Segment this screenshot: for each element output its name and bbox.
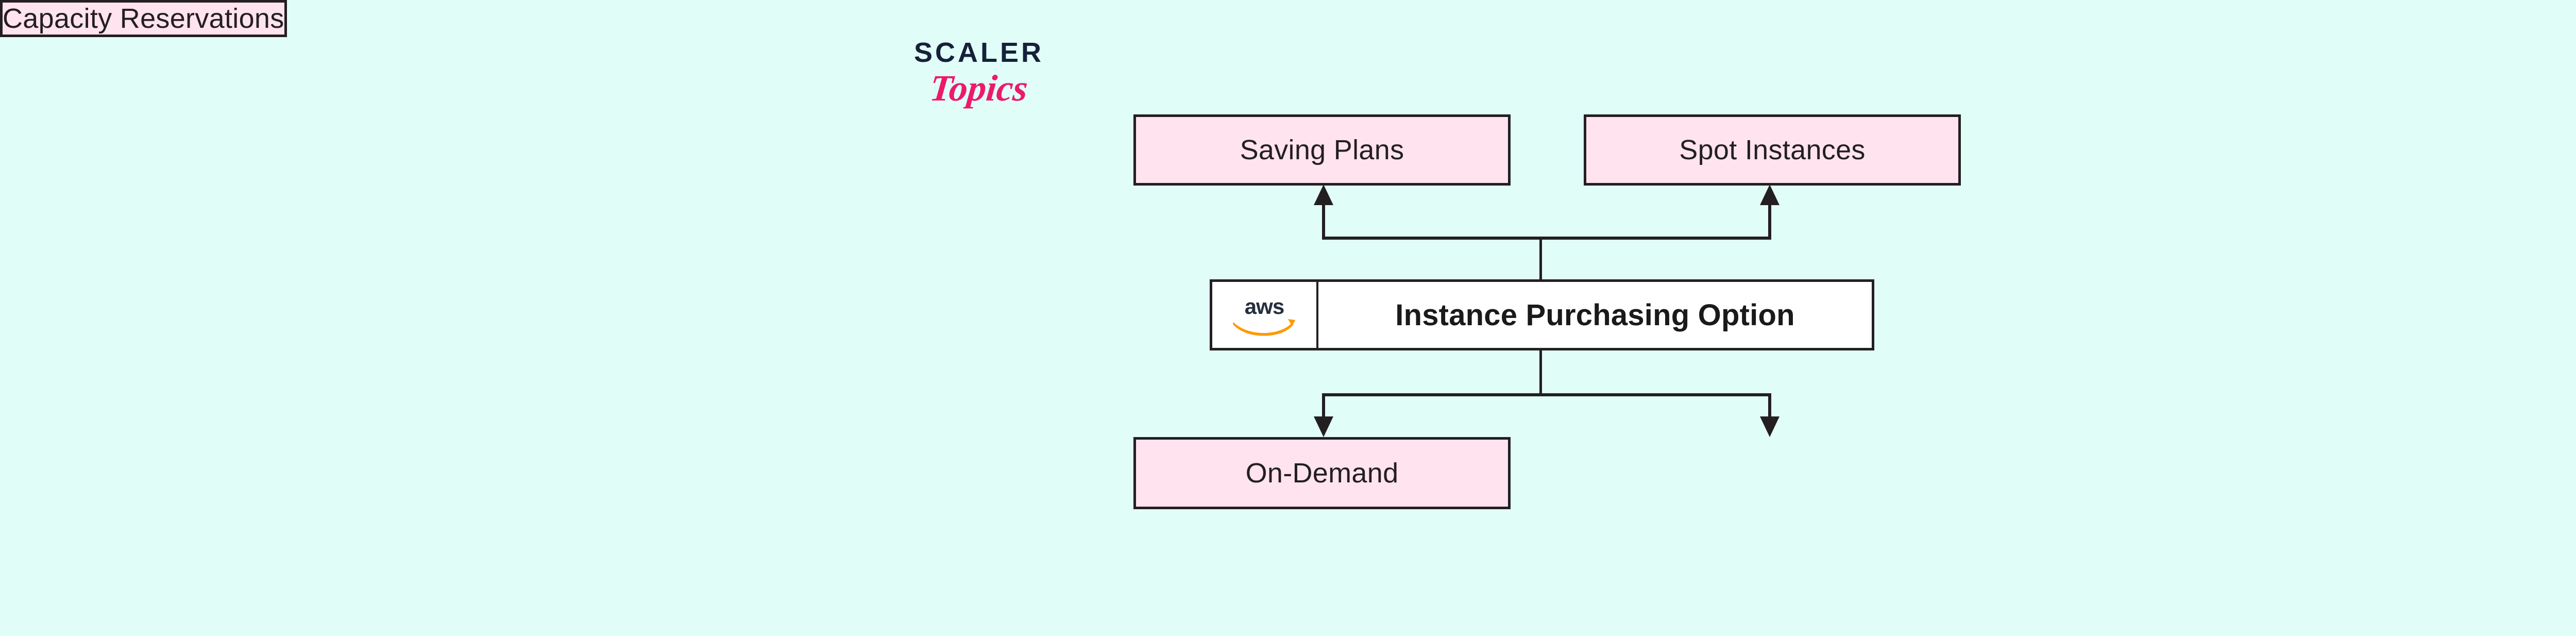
node-label-capacity-reservations: Capacity Reservations [3,3,284,34]
aws-logo-icon: aws [1233,294,1295,336]
connector-dropper-down-right [1768,395,1771,422]
center-title-label: Instance Purchasing Option [1395,298,1795,332]
node-spot-instances[interactable]: Spot Instances [1584,114,1961,186]
arrowhead-down-right-icon [1760,416,1780,437]
connector-bar-down [1322,393,1771,396]
node-saving-plans[interactable]: Saving Plans [1133,114,1511,186]
center-logo-cell: aws [1212,282,1318,348]
node-on-demand[interactable]: On-Demand [1133,437,1511,509]
connector-riser-up-left [1322,202,1325,239]
brand-wordmark-scaler: SCALER [913,37,1044,68]
connector-stem-down [1539,350,1542,395]
center-title-cell: Instance Purchasing Option [1318,282,1872,348]
node-label-spot-instances: Spot Instances [1679,135,1866,165]
connector-bar-up [1322,237,1771,240]
node-label-on-demand: On-Demand [1245,458,1399,489]
arrowhead-down-left-icon [1314,416,1333,437]
brand-wordmark-topics: Topics [928,68,1030,109]
node-capacity-reservations[interactable]: Capacity Reservations [0,0,287,37]
arrowhead-up-left-icon [1314,185,1333,205]
connector-riser-up-right [1768,202,1771,239]
connector-stem-up [1539,238,1542,280]
arrowhead-up-right-icon [1760,185,1780,205]
node-instance-purchasing-option[interactable]: aws Instance Purchasing Option [1210,279,1874,350]
connector-dropper-down-left [1322,395,1325,422]
svg-text:aws: aws [1245,294,1284,319]
node-label-saving-plans: Saving Plans [1240,135,1404,165]
scaler-topics-logo: SCALER Topics [894,39,1064,134]
